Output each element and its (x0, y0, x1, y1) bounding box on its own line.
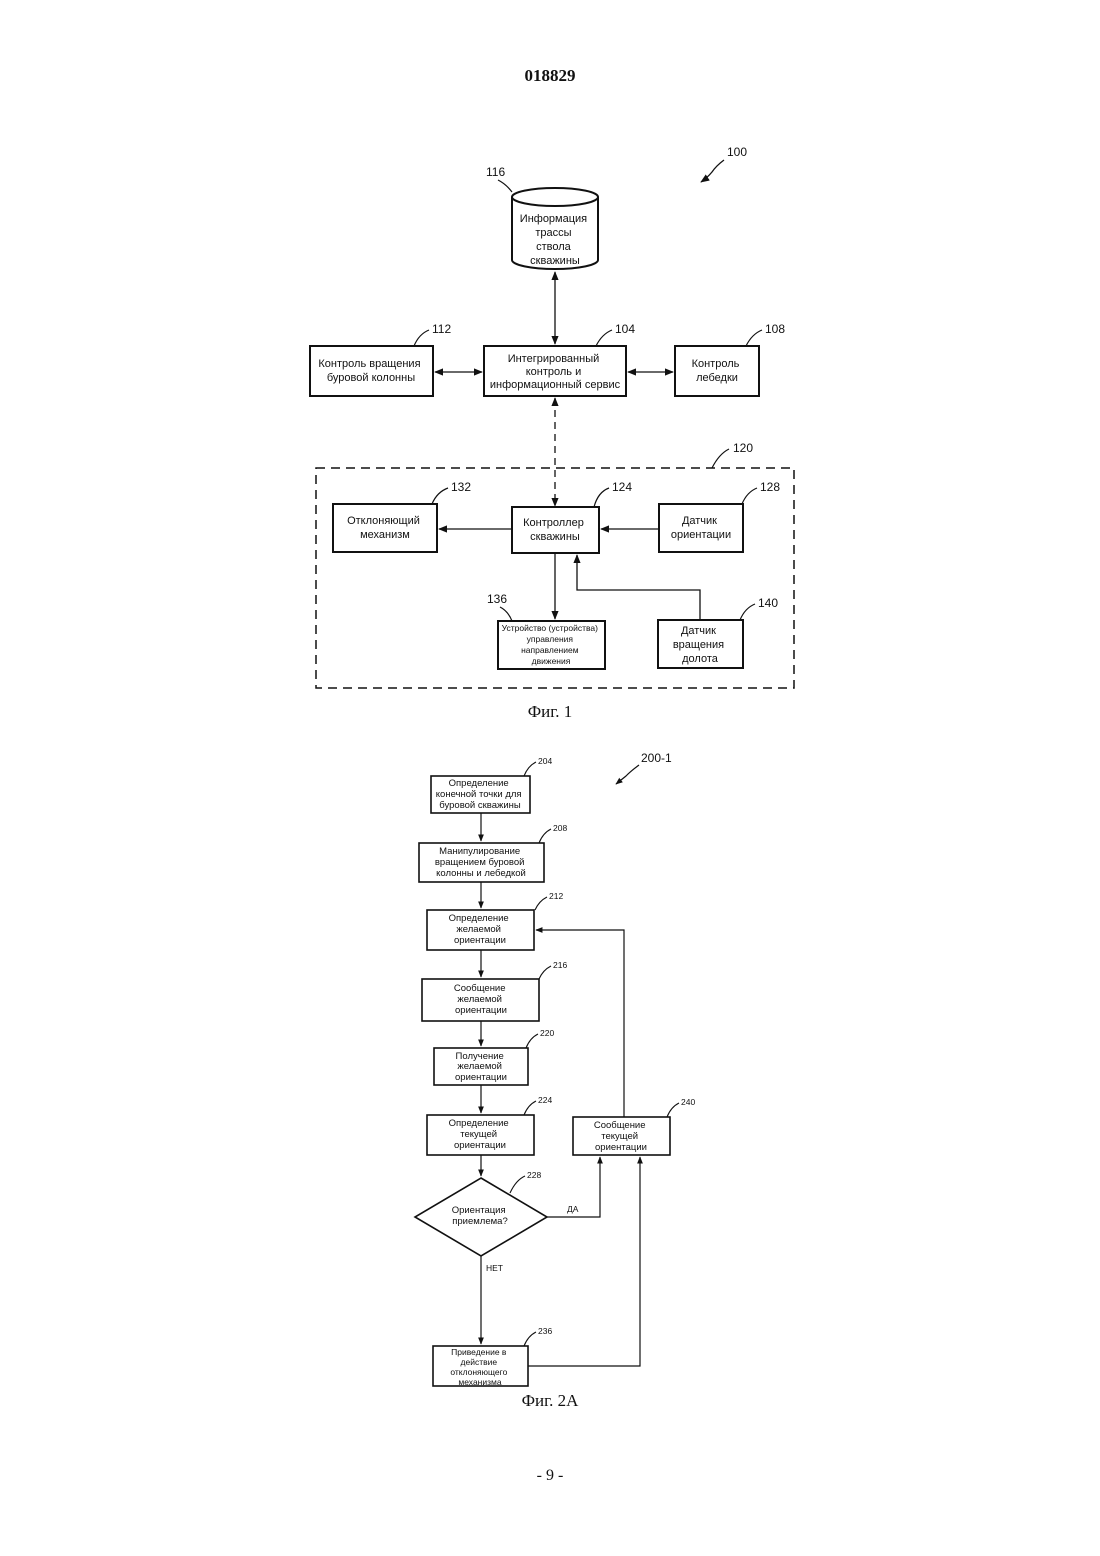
controller-ref: 124 (612, 480, 632, 494)
fig1-system-ref: 100 (727, 145, 747, 159)
step-212-ref: 212 (549, 891, 563, 901)
svg-text:Определение конечной: Определение конечной точки для буровой с… (436, 778, 524, 811)
svg-text:Сообщение желаемой: Сообщение желаемой ориентации (454, 983, 508, 1016)
step-220-box: Получение желаемой ориентации (434, 1048, 528, 1085)
figure-2a-caption: Фиг. 2А (0, 1391, 1100, 1411)
fig2a-system-ref: 200-1 (641, 751, 672, 765)
steering-device-box: Устройство (устройства) управления напра… (498, 621, 605, 669)
step-240-box: Сообщение текущей ориентации (573, 1117, 670, 1155)
deflector-box: Отклоняющий механизм (333, 504, 437, 552)
fig2a-system-ref-arrow (616, 765, 639, 784)
figure-1-caption: Фиг. 1 (0, 702, 1100, 722)
no-label: НЕТ (486, 1263, 503, 1273)
step-220-ref: 220 (540, 1028, 554, 1038)
svg-text:Определение желаемой: Определение желаемой ориентации (449, 913, 512, 946)
arrow-240-212-loop (536, 930, 624, 1117)
step-236-ref: 236 (538, 1326, 552, 1336)
yes-label: ДА (567, 1204, 579, 1214)
rotation-control-ref: 112 (432, 322, 451, 336)
integrated-control-box: Интегрированный контроль и информационны… (484, 346, 626, 396)
step-208-ref: 208 (553, 823, 567, 833)
svg-text:Определение текущей: Определение текущей ориентации (449, 1118, 512, 1151)
integrated-ref: 104 (615, 322, 635, 336)
deflector-ref: 132 (451, 480, 471, 494)
svg-text:Интегрированный конт: Интегрированный контроль и информационны… (490, 353, 621, 391)
page-number: - 9 - (0, 1467, 1100, 1485)
svg-text:Манипулирование вращ: Манипулирование вращением буровой колонн… (435, 846, 527, 879)
orientation-sensor-box: Датчик ориентации (659, 504, 743, 552)
svg-text:Контроль лебедки: Контроль лебедки (692, 358, 743, 384)
svg-text:Получение желаемой: Получение желаемой ориентации (455, 1051, 507, 1083)
downhole-ref: 120 (733, 441, 753, 455)
database-label: Информация трассы ствола скважины (520, 213, 590, 267)
svg-text:Сообщение текущей: Сообщение текущей ориентации (594, 1120, 648, 1153)
step-240-ref: 240 (681, 1097, 695, 1107)
svg-text:Контроль вращения бу: Контроль вращения буровой колонны (318, 358, 423, 384)
step-212-box: Определение желаемой ориентации (427, 910, 534, 950)
winch-control-box: Контроль лебедки (675, 346, 759, 396)
decision-228-ref: 228 (527, 1170, 541, 1180)
bit-sensor-ref: 140 (758, 596, 778, 610)
step-204-box: Определение конечной точки для буровой с… (431, 776, 530, 813)
figure-1: 100 Информация трассы ствола скважины 11… (310, 145, 794, 688)
step-216-ref: 216 (553, 960, 567, 970)
step-236-box: Приведение в действие отклоняющего механ… (433, 1346, 528, 1387)
svg-text:Устройство (устройства): Устройство (устройства) управления напра… (502, 623, 601, 666)
step-204-ref: 204 (538, 756, 552, 766)
steering-ref: 136 (487, 592, 507, 606)
decision-228-diamond: Ориентация приемлема? (415, 1178, 547, 1256)
trajectory-database: Информация трассы ствола скважины (512, 188, 598, 269)
winch-control-ref: 108 (765, 322, 785, 336)
bit-sensor-to-controller-arrow (577, 555, 700, 620)
step-224-ref: 224 (538, 1095, 552, 1105)
downhole-controller-box: Контроллер скважины (512, 507, 599, 553)
step-224-box: Определение текущей ориентации (427, 1115, 534, 1155)
figure-2a: 200-1 Определение конечной точки для бур… (415, 751, 695, 1387)
svg-text:Датчик вращения: Датчик вращения долота (673, 625, 727, 665)
bit-rotation-sensor-box: Датчик вращения долота (658, 620, 743, 668)
svg-text:Отклоняющий механизм: Отклоняющий механизм (347, 515, 423, 541)
step-208-box: Манипулирование вращением буровой колонн… (419, 843, 544, 882)
database-ref: 116 (486, 165, 505, 179)
fig1-system-ref-arrow (701, 160, 724, 182)
orientation-sensor-ref: 128 (760, 480, 780, 494)
svg-text:Ориентация приемлема: Ориентация приемлема? (452, 1205, 509, 1227)
step-216-box: Сообщение желаемой ориентации (422, 979, 539, 1021)
svg-text:Контроллер скважины: Контроллер скважины (523, 517, 587, 543)
svg-text:Приведение в действи: Приведение в действие отклоняющего механ… (450, 1347, 509, 1387)
svg-text:Датчик ориентации: Датчик ориентации (671, 515, 731, 541)
rotation-control-box: Контроль вращения буровой колонны (310, 346, 433, 396)
